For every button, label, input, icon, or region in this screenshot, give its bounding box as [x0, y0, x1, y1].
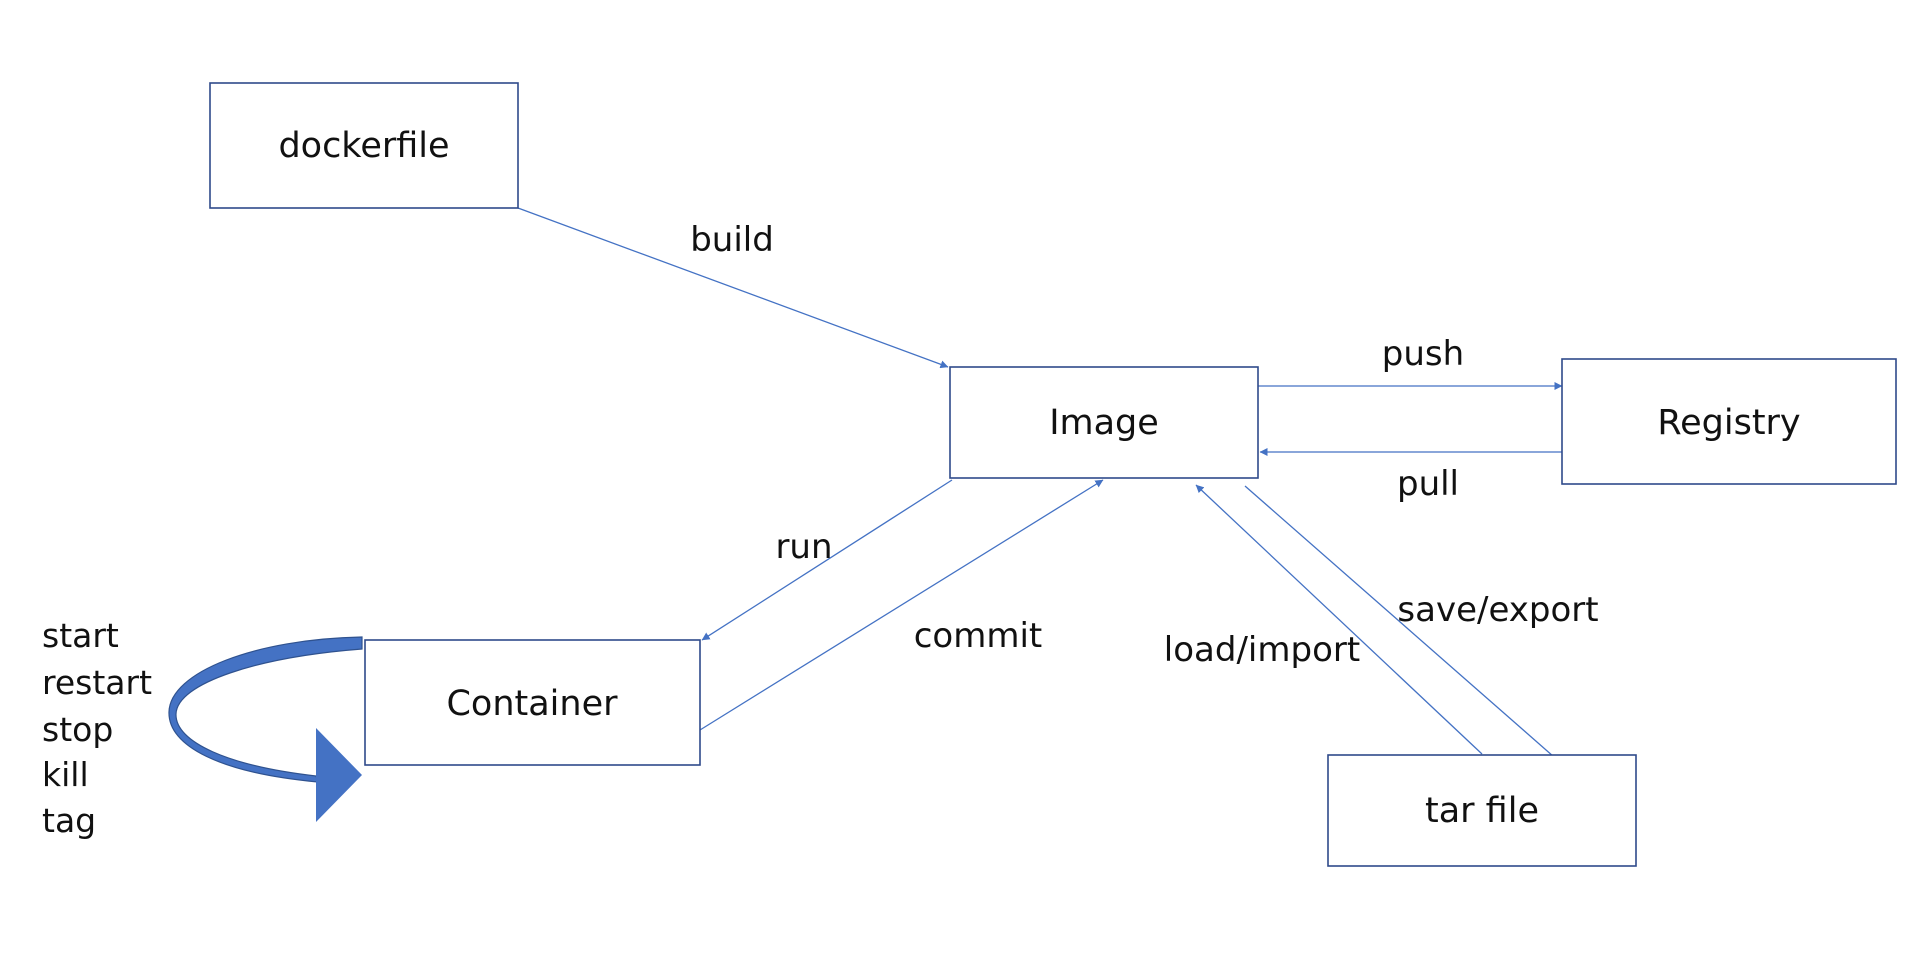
- lifecycle-loop-arrow: [168, 636, 363, 822]
- node-tar-file[interactable]: tar file: [1327, 754, 1637, 867]
- commit-label: commit: [914, 616, 1043, 656]
- node-container[interactable]: Container: [364, 639, 701, 766]
- tar-file-label: tar file: [1425, 791, 1539, 831]
- load-import-arrow: [1195, 484, 1483, 755]
- container-command: kill: [42, 755, 89, 794]
- node-dockerfile[interactable]: dockerfile: [209, 82, 519, 209]
- load-import-label: load/import: [1164, 630, 1360, 670]
- image-label: Image: [1049, 403, 1159, 443]
- container-label: Container: [446, 684, 618, 724]
- save-export-arrow: [1244, 485, 1563, 765]
- container-command: start: [42, 616, 119, 655]
- run-label: run: [775, 527, 832, 567]
- lifecycle-loop-head: [316, 728, 362, 822]
- registry-box: [1561, 358, 1897, 485]
- node-image[interactable]: Image: [949, 366, 1259, 479]
- container-command-list: start restart stop kill tag: [42, 616, 152, 840]
- run-arrow: [701, 479, 953, 641]
- container-box: [364, 639, 701, 766]
- image-box: [949, 366, 1259, 479]
- container-command: restart: [42, 663, 152, 702]
- tar-file-box: [1327, 754, 1637, 867]
- node-registry[interactable]: Registry: [1561, 358, 1897, 485]
- build-arrow: [517, 207, 949, 369]
- dockerfile-label: dockerfile: [278, 126, 449, 166]
- save-export-label: save/export: [1397, 590, 1598, 630]
- commit-arrow: [699, 479, 1104, 731]
- container-command: stop: [42, 710, 113, 749]
- container-command: tag: [42, 801, 96, 840]
- dockerfile-box: [209, 82, 519, 209]
- build-label: build: [690, 220, 774, 260]
- registry-label: Registry: [1657, 403, 1800, 443]
- push-label: push: [1382, 334, 1464, 374]
- pull-label: pull: [1397, 464, 1459, 504]
